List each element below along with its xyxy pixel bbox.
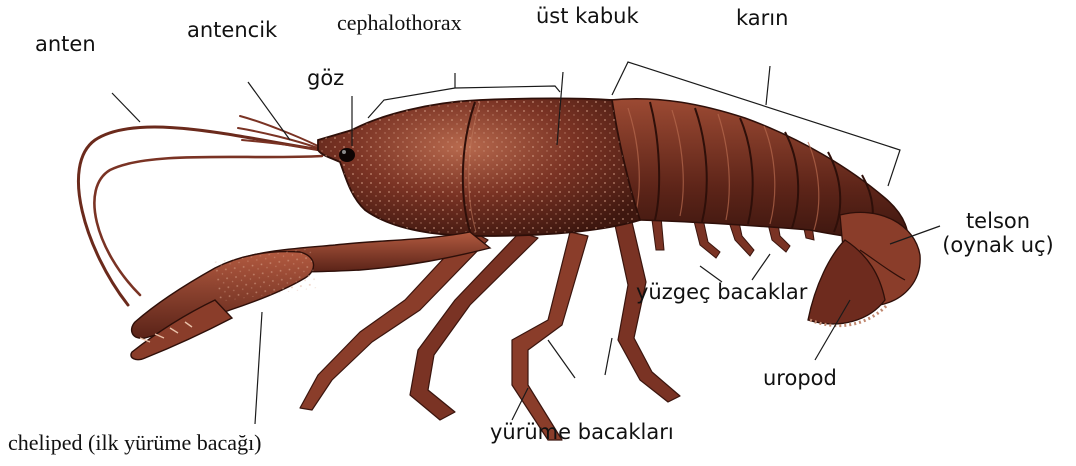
yuzgec-leader-2 (752, 254, 770, 280)
anten-leader (112, 93, 140, 122)
label-cephalothorax: cephalothorax (337, 10, 462, 35)
label-yurume-bacaklari: yürüme bacakları (490, 420, 674, 444)
label-anten: anten (35, 32, 96, 56)
label-uropod: uropod (763, 366, 837, 390)
yurume-leader-3 (605, 338, 612, 375)
label-telson-line1: telson (938, 209, 1058, 233)
label-antencik: antencik (187, 18, 277, 42)
label-telson-line2: (oynak uç) (938, 233, 1058, 257)
label-cheliped: cheliped (ilk yürüme bacağı) (8, 430, 262, 455)
label-ust-kabuk: üst kabuk (536, 4, 639, 28)
label-karin: karın (736, 6, 788, 30)
karin-tick (766, 66, 770, 105)
label-telson: telson (oynak uç) (938, 209, 1058, 257)
eye (339, 148, 355, 162)
cheliped-leader (255, 312, 262, 424)
label-yuzgec-bacaklar: yüzgeç bacaklar (636, 280, 807, 304)
carapace (318, 99, 640, 237)
yurume-leader-2 (548, 340, 575, 378)
label-goz: göz (307, 66, 344, 90)
